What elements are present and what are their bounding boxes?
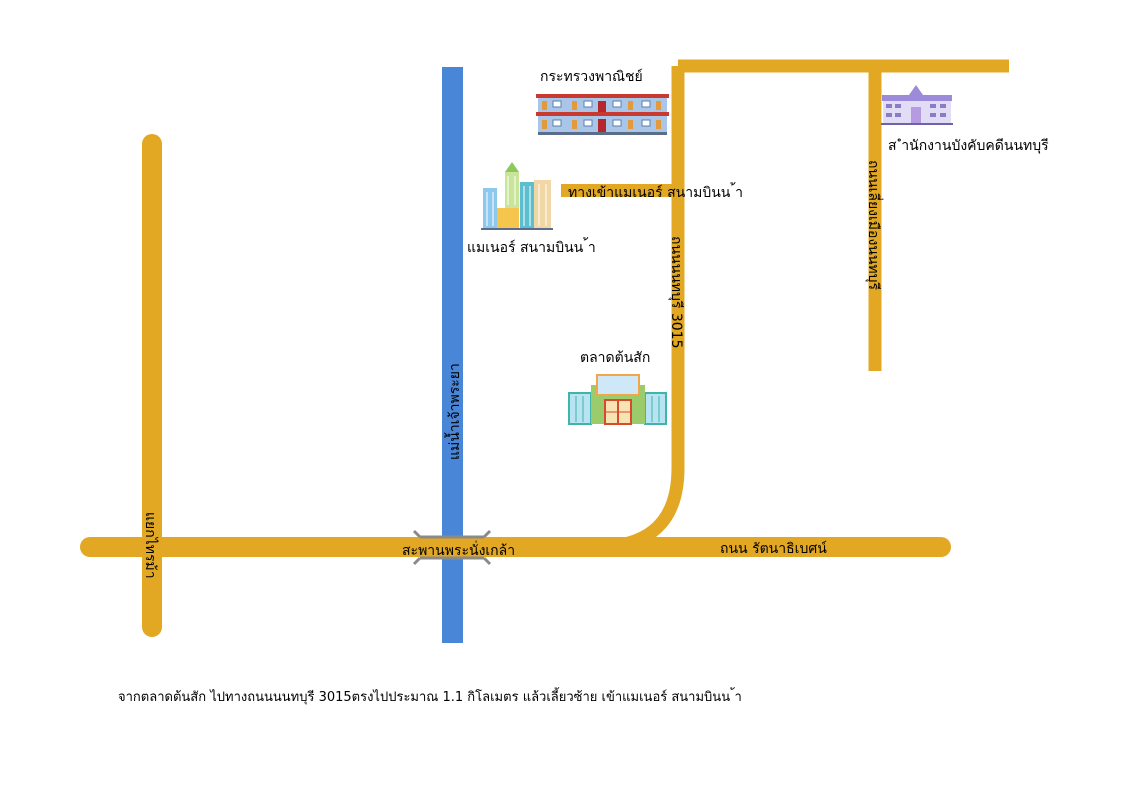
market-label: ตลาดต้นสัก: [580, 350, 650, 366]
office-building-icon: [881, 85, 953, 125]
condominium-icon: [481, 162, 553, 230]
directions-text: จากตลาดต้นสัก ไปทางถนนนนทบุรี 3015ตรงไปป…: [118, 690, 742, 705]
road-nonthaburi-3015: [595, 66, 685, 554]
government-building-icon: [536, 94, 669, 135]
left-road-label: แยกไทรม้า: [142, 512, 159, 579]
bridge-icon: [412, 529, 492, 566]
river-label: แม่น้ำเจ้าพระยา: [444, 363, 463, 460]
nonthaburi-3015-label: ถนนนนทบุรี 3015: [668, 236, 684, 348]
enforcement-office-label: ส ำนักงานบังคับคดีนนทบุรี: [888, 138, 1049, 154]
road-manor-entrance: [561, 184, 673, 197]
ratthanathibet-label: ถนน รัตนาธิเบศน์: [720, 540, 827, 557]
bridge-label: สะพานพระนั่งเกล้า: [402, 541, 515, 559]
manor-label: แมเนอร์ สนามบินน ้า: [467, 237, 596, 256]
market-building-icon: [568, 374, 667, 425]
manor-entrance-label: ทางเข้าแมเนอร์ สนามบินน ้า: [568, 182, 743, 201]
mueang-nonthaburi-label: ถนนเลี่ยงเมืองนนทบุรี: [865, 160, 883, 291]
river: [442, 67, 463, 643]
ministry-label: กระทรวงพาณิชย์: [540, 68, 643, 85]
